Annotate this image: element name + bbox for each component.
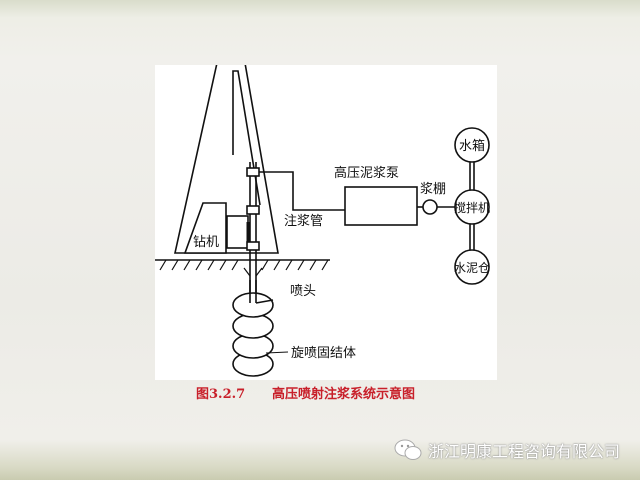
drill-machine (183, 202, 250, 254)
mixer-circle (454, 189, 490, 225)
label-jet-body: 旋喷固结体 (291, 346, 356, 361)
water-tank-circle (454, 127, 490, 163)
pump-box (344, 186, 418, 226)
caption-title: 高压喷射注浆系统示意图 (272, 387, 416, 402)
cement-silo-circle (454, 249, 490, 285)
watermark-text: 浙江明康工程咨询有限公司 (428, 442, 621, 461)
figure-caption: 图3.2.7 高压喷射注浆系统示意图 (196, 383, 415, 402)
label-mixer: 搅拌机 (454, 200, 490, 215)
watermark: 浙江明康工程咨询有限公司 (394, 438, 620, 462)
label-pump: 高压泥浆泵 (334, 165, 399, 181)
caption-number: 图3.2.7 (196, 387, 246, 402)
ground (155, 259, 330, 277)
slurry-shed-circle (422, 199, 438, 215)
jet-grout-body (232, 280, 289, 377)
label-nozzle: 喷头 (290, 284, 316, 299)
grout-pipe (259, 171, 345, 211)
label-grout-pipe: 注浆管 (284, 214, 323, 229)
label-slurry-shed: 浆棚 (420, 182, 446, 197)
wechat-icon (394, 439, 422, 460)
label-water-tank: 水箱 (459, 138, 485, 154)
label-cement-silo: 水泥仓 (454, 261, 490, 275)
diagram-figure: 高压泥浆泵 浆棚 注浆管 钻机 喷头 旋喷固结体 水箱 搅拌机 水泥仓 (155, 62, 497, 380)
connectors (469, 162, 475, 250)
label-drill-rig: 钻机 (193, 235, 219, 250)
